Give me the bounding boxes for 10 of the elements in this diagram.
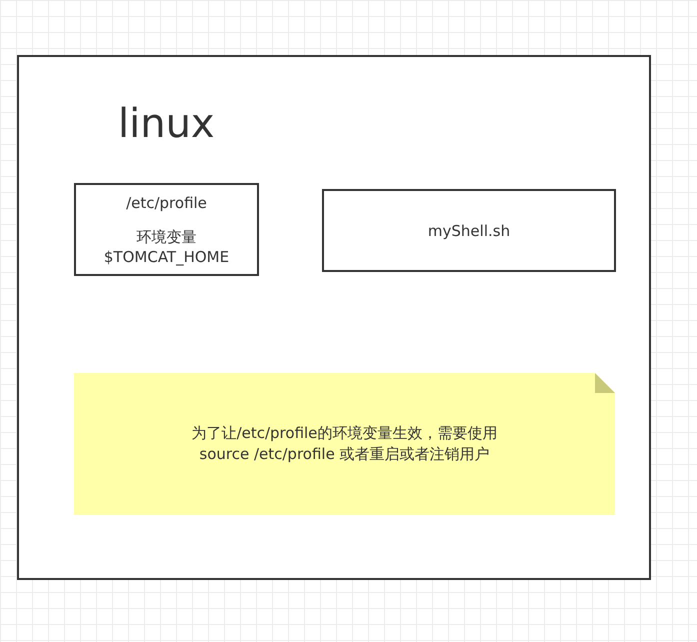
note-shape bbox=[74, 373, 615, 515]
note-text: 为了让/etc/profile的环境变量生效，需要使用 source /etc/profile 或者重启或者注销用户 bbox=[190, 423, 498, 465]
process-box bbox=[74, 183, 259, 276]
box-text: /etc/profile bbox=[126, 192, 207, 212]
box-text: myShell.sh bbox=[428, 220, 510, 240]
container-box bbox=[17, 55, 651, 580]
title-text: linux bbox=[118, 101, 215, 147]
box-text: 环境变量 bbox=[136, 226, 196, 246]
box-text: $TOMCAT_HOME bbox=[104, 246, 230, 266]
process-box bbox=[322, 189, 616, 272]
